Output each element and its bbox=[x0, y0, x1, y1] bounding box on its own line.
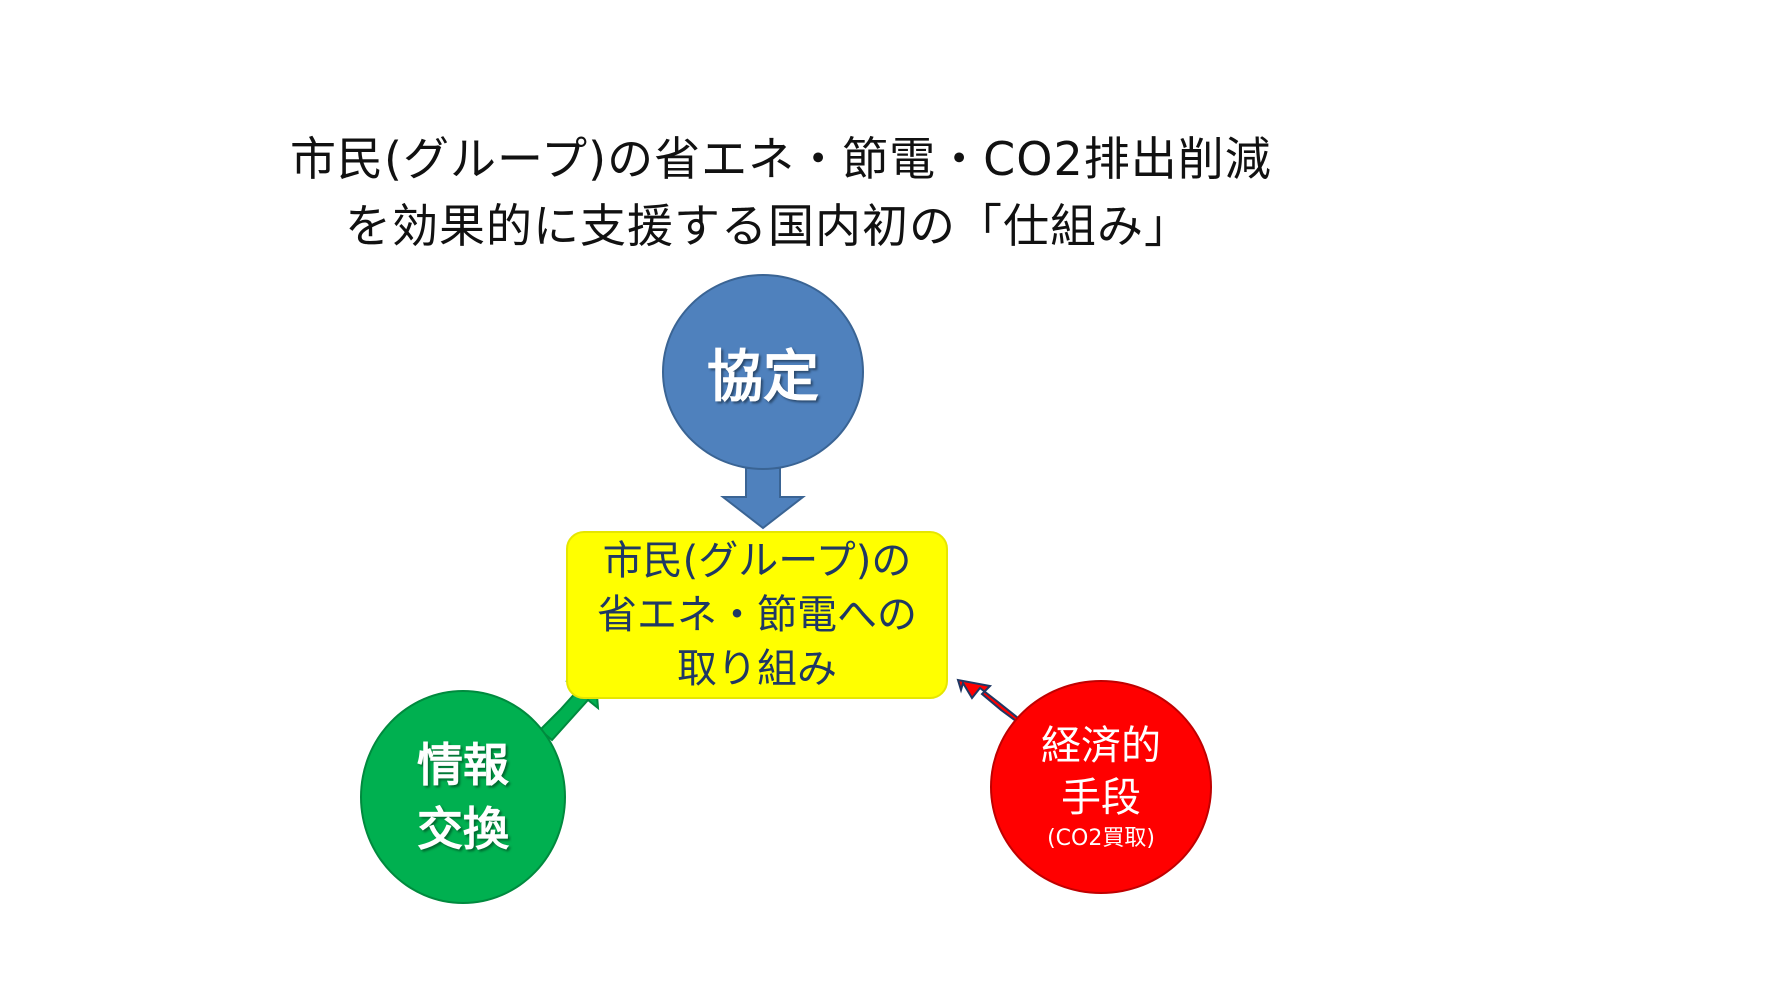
title-line-1: 市民(グループ)の省エネ・節電・CO2排出削減 bbox=[290, 132, 1272, 186]
node-kyotei: 協定 bbox=[662, 274, 864, 470]
node-keizai-line-1: 経済的 bbox=[1041, 723, 1161, 769]
title-line-2: を効果的に支援する国内初の「仕組み」 bbox=[345, 199, 1191, 253]
center-line-2: 省エネ・節電への bbox=[597, 592, 917, 638]
center-line-3: 取り組み bbox=[677, 646, 837, 692]
node-joho-line-2: 交換 bbox=[417, 802, 509, 856]
node-kyotei-label: 協定 bbox=[707, 344, 819, 410]
node-keizai-sub: (CO2買取) bbox=[1047, 826, 1155, 851]
arrow-keizai-to-center bbox=[956, 678, 1022, 727]
node-keizai: 経済的 手段 (CO2買取) bbox=[990, 680, 1212, 894]
center-box: 市民(グループ)の 省エネ・節電への 取り組み bbox=[566, 531, 948, 699]
arrow-kyotei-to-center bbox=[720, 467, 806, 530]
center-line-1: 市民(グループ)の bbox=[602, 538, 912, 584]
node-joho-line-1: 情報 bbox=[417, 738, 509, 792]
node-keizai-line-2: 手段 bbox=[1061, 775, 1141, 821]
node-joho: 情報 交換 bbox=[360, 690, 566, 904]
